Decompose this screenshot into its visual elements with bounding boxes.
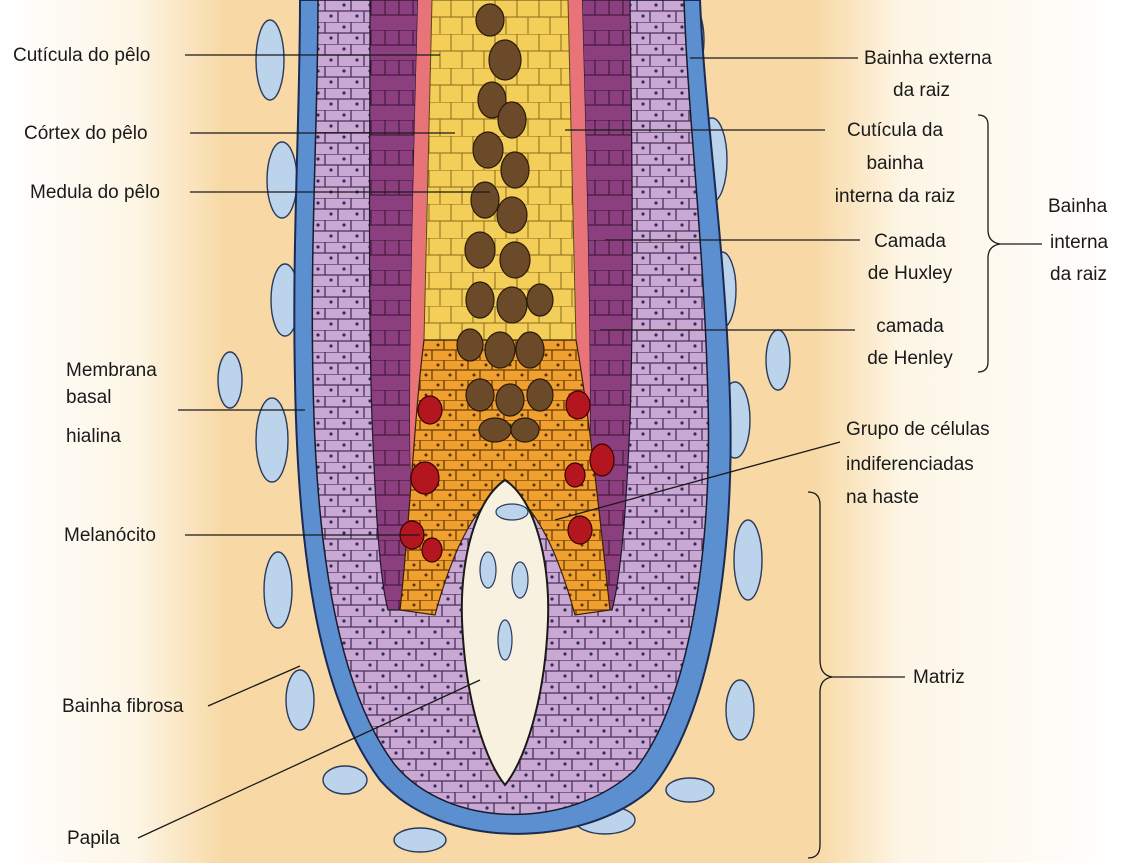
label-bainha-fibrosa: Bainha fibrosa [62, 693, 183, 720]
label-grupo-celulas-line2: indiferenciadas [846, 451, 974, 478]
label-membrana-basal-line1: Membrana [66, 357, 157, 384]
label-bainha-interna-line3: da raiz [1050, 261, 1107, 288]
label-membrana-basal-line3: hialina [66, 423, 121, 450]
label-cuticula-bainha-line2: bainha [820, 150, 970, 177]
label-henley-line2: de Henley [850, 345, 970, 372]
label-cuticula-pelo: Cutícula do pêlo [13, 42, 150, 69]
label-matriz: Matriz [913, 664, 965, 691]
label-henley-line1: camada [850, 313, 970, 340]
label-huxley-line1: Camada [850, 228, 970, 255]
label-papila: Papila [67, 825, 120, 852]
label-cuticula-bainha-line1: Cutícula da [820, 117, 970, 144]
label-bainha-externa-line2: da raiz [893, 77, 950, 104]
label-grupo-celulas-line3: na haste [846, 484, 919, 511]
label-grupo-celulas-line1: Grupo de células [846, 416, 990, 443]
label-cuticula-bainha-line3: interna da raiz [815, 183, 975, 210]
label-bainha-interna-line2: interna [1050, 229, 1108, 256]
label-cortex-pelo: Córtex do pêlo [24, 120, 148, 147]
label-melanocito: Melanócito [64, 522, 156, 549]
label-medula-pelo: Medula do pêlo [30, 179, 160, 206]
label-bainha-externa-line1: Bainha externa [864, 45, 992, 72]
label-bainha-interna-line1: Bainha [1048, 193, 1107, 220]
label-huxley-line2: de Huxley [850, 260, 970, 287]
label-membrana-basal-line2: basal [66, 384, 111, 411]
